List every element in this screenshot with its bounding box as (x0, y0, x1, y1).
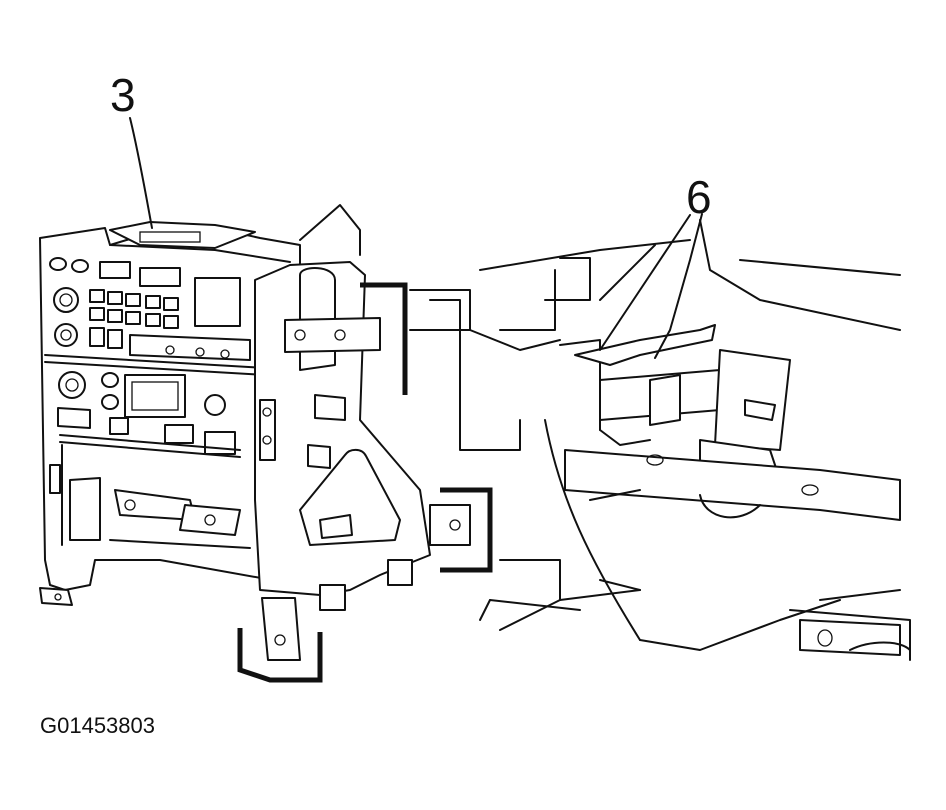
callout-label-3: 3 (110, 69, 136, 121)
side-mounting-bracket (237, 261, 493, 683)
radio-hvac-stack (39, 221, 301, 606)
leader-line-3 (129, 117, 153, 229)
dashboard-structure (299, 204, 911, 661)
preset-button-grid (89, 289, 179, 349)
callout-label-6: 6 (686, 171, 712, 223)
leader-line-6 (654, 213, 703, 359)
figure-id-caption: G01453803 (40, 713, 155, 738)
